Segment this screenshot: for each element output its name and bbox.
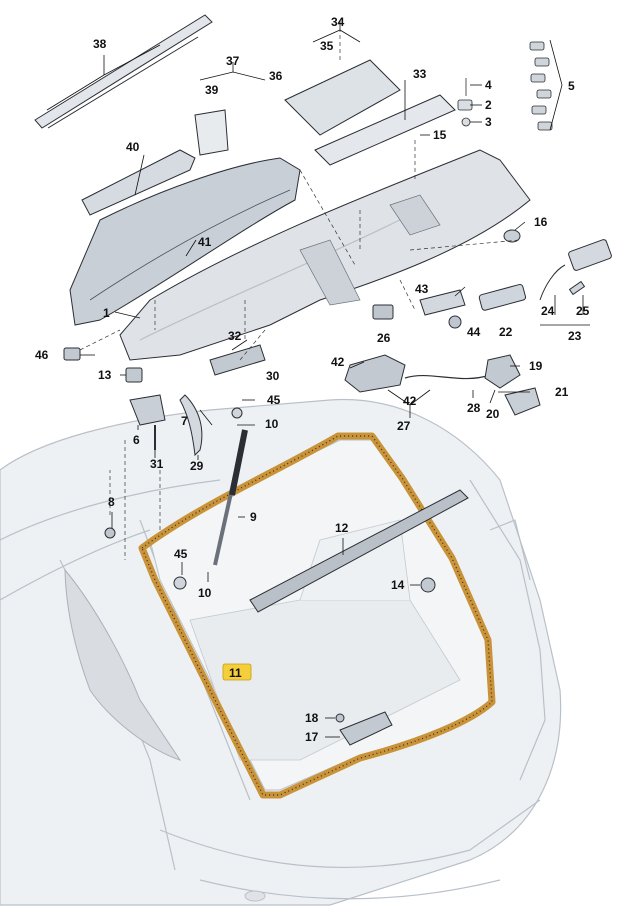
callout-42a: 42: [331, 355, 345, 369]
callout-9: 9: [250, 510, 257, 524]
callout-6: 6: [133, 433, 140, 447]
callout-32: 32: [228, 329, 242, 343]
weatherstrip-seal: [138, 432, 496, 799]
upper-trim-shell: [69, 157, 301, 326]
callout-46: 46: [35, 348, 49, 362]
callout-22: 22: [499, 325, 513, 339]
callout-38: 38: [93, 37, 107, 51]
callout-23: 23: [568, 329, 582, 343]
callout-37: 37: [226, 54, 240, 68]
trim-cover: [314, 94, 456, 166]
latch-motor: [344, 354, 406, 393]
license-light-housing: [568, 239, 612, 271]
callout-45a: 45: [267, 393, 281, 407]
bowden-cable: [404, 374, 491, 380]
hinge-6: [129, 394, 166, 426]
tail-light: [64, 568, 182, 761]
callout-42b: 42: [403, 394, 417, 408]
lock-striker-17: [339, 711, 393, 746]
clip-bag-39: [194, 109, 229, 156]
callout-21: 21: [555, 385, 569, 399]
highlight-box-11: [222, 663, 252, 681]
callout-4: 4: [485, 78, 492, 92]
callout-14: 14: [391, 578, 405, 592]
handle-module: [478, 283, 527, 311]
switch-26: [372, 304, 394, 320]
callout-16: 16: [534, 215, 548, 229]
callout-24: 24: [541, 304, 555, 318]
actuator-30: [209, 344, 266, 376]
washer-clip-set: [457, 78, 473, 127]
striker-21: [504, 387, 541, 416]
callout-1: 1: [103, 306, 110, 320]
callout-18: 18: [305, 711, 319, 725]
callout-11: 11: [229, 666, 242, 680]
callout-40: 40: [126, 140, 140, 154]
bumper-stop-14: [420, 577, 436, 593]
callout-25: 25: [576, 304, 590, 318]
callout-26: 26: [377, 331, 391, 345]
lock-assembly: [484, 354, 521, 389]
nut-44: [448, 315, 462, 329]
leader-lines: [46, 20, 590, 738]
callout-10a: 10: [265, 417, 279, 431]
hinge-arm-29: [179, 394, 203, 457]
callout-5: 5: [568, 79, 575, 93]
callout-35: 35: [320, 39, 334, 53]
cross-bar-12: [249, 489, 469, 613]
callout-20: 20: [486, 407, 500, 421]
callout-19: 19: [529, 359, 543, 373]
buffer-13: [125, 367, 143, 383]
mounting-bracket: [419, 289, 466, 316]
ball-stud-45a: [231, 407, 243, 419]
bolt-set: [529, 41, 553, 131]
third-brake-light: [81, 149, 196, 216]
ball-stud-45b: [173, 576, 187, 590]
callout-43: 43: [415, 282, 429, 296]
callout-45b: 45: [174, 547, 188, 561]
callout-28: 28: [467, 401, 481, 415]
callout-8: 8: [108, 495, 115, 509]
callout-31: 31: [150, 457, 164, 471]
callout-12: 12: [335, 521, 349, 535]
callout-15: 15: [433, 128, 447, 142]
clip-46: [63, 347, 81, 361]
cover-plate: [284, 59, 401, 136]
grommet: [503, 229, 521, 243]
callout-10b: 10: [198, 586, 212, 600]
callout-33: 33: [413, 67, 427, 81]
callout-30: 30: [266, 369, 280, 383]
callout-36: 36: [269, 69, 283, 83]
callout-17: 17: [305, 730, 319, 744]
callout-27: 27: [397, 419, 411, 433]
callout-2: 2: [485, 98, 492, 112]
roof-trim-strip: [34, 14, 213, 129]
callout-3: 3: [485, 115, 492, 129]
callout-41: 41: [198, 235, 212, 249]
callout-13: 13: [98, 368, 112, 382]
callout-29: 29: [190, 459, 204, 473]
callout-34: 34: [331, 15, 345, 29]
callout-7: 7: [181, 414, 188, 428]
nut-8: [104, 527, 116, 539]
tailgate-trim-panel: [119, 149, 531, 361]
wiring-connector: [539, 264, 566, 301]
callout-labels: 38 34 35 36 37 33 4 2 3 5 39 15 40 16 41…: [35, 15, 590, 744]
callout-44: 44: [467, 325, 481, 339]
screw-18: [335, 713, 345, 723]
callout-39: 39: [205, 83, 219, 97]
